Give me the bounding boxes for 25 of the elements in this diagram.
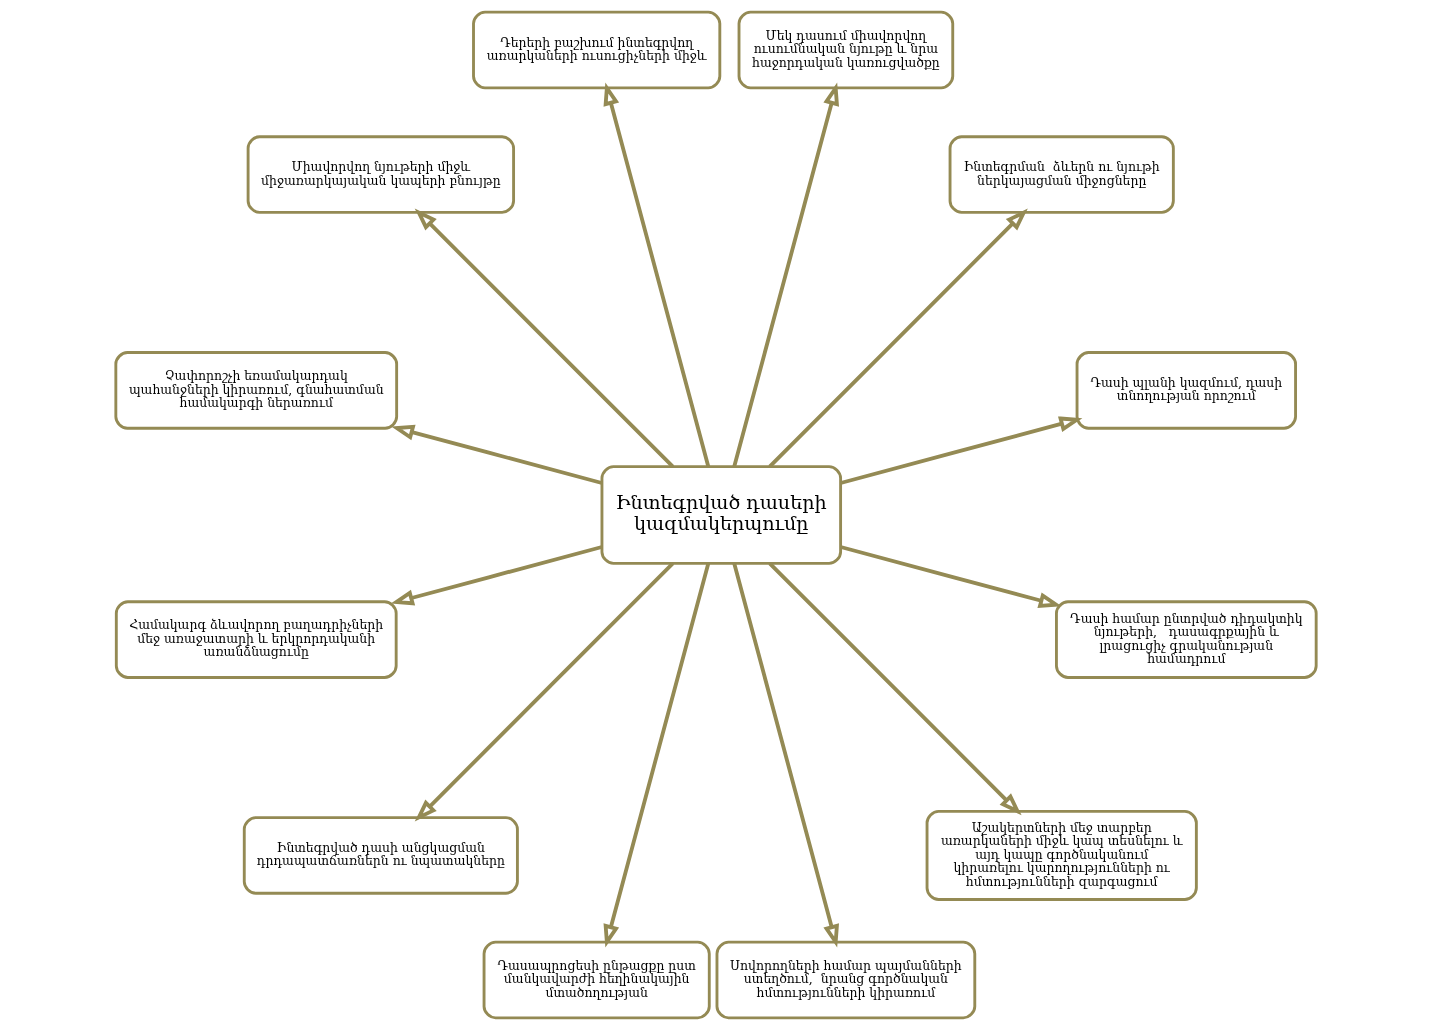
arrow <box>768 562 1022 816</box>
node-box: Միավորվող նյութերի միջև միջառարկայական կապերի բնույթը <box>246 135 516 214</box>
node-box: Մեկ դասում միավորվող ուսումնական նյութը և նրա հաջորդական կառուցվածքը <box>737 10 955 90</box>
arrow <box>732 82 839 468</box>
node-box: Ինտեգրման ձևերն ու նյութի ներկայացման միջոցները <box>948 135 1175 214</box>
node-box: Դասի պլանի կազմում, դասի տնողության որոշում <box>1075 351 1297 430</box>
node-box: Դասապրոցեսի ընթացքը ըստ մանկավարժի հեղինակային մտածողության <box>482 940 711 1020</box>
node-box: Համակարգ ձևավորող բաղադրիչների մեջ առաջատարի և երկրորդականի առանձնացումը <box>114 600 398 679</box>
node-box: Չափորոշչի եռամակարդակ պահանջների կիրառում, գնահատման համակարգի ներառում <box>114 351 399 430</box>
arrow <box>840 545 1062 609</box>
arrow <box>768 208 1028 468</box>
arrow <box>840 416 1083 485</box>
node-box: Սովորողների համար պայմանների ստեղծում, նրանց գործնական հմտությունների կիրառում <box>715 940 977 1020</box>
node-box: Ինտեգրված դասերի կազմակերպումը <box>600 465 843 565</box>
node-box: Ինտեգրված դասի անցկացման դրդապատճառներն ու նպատակները <box>242 816 519 895</box>
arrow <box>414 562 675 822</box>
node-box: Դերերի բաշխում ինտեգրվող առարկաների ուսուցիչների միջև <box>472 10 722 90</box>
arrow <box>390 545 603 606</box>
arrow <box>732 562 839 948</box>
node-box: Դասի համար ընտրված դիդակտիկ նյութերի, դասագրքային և լրացուցիչ գրականության համադրում <box>1055 600 1318 679</box>
arrow <box>414 208 675 468</box>
arrow <box>603 82 711 468</box>
arrow <box>603 562 711 948</box>
arrow <box>391 424 603 485</box>
node-box: Աշակերտների մեջ տարբեր առարկաների միջև կապ տեսնելու և այդ կապը գործնականում կիրառելու կարողությունների ու հմտությունների զարգացում <box>925 809 1198 901</box>
